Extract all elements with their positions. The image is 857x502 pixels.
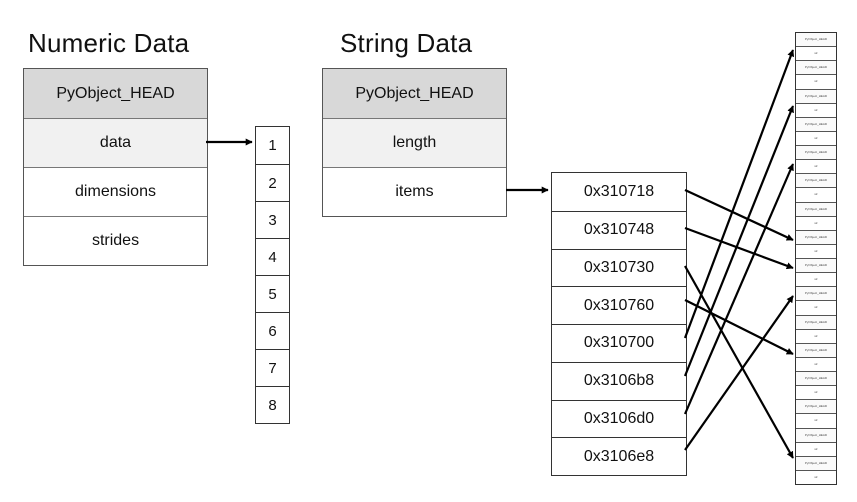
numeric-field-strides: strides (24, 216, 207, 265)
pointer-cell: 0x310700 (552, 324, 686, 362)
memory-block-value: str (796, 46, 836, 60)
memory-block-head: PyObject_HEAD (796, 258, 836, 273)
memory-block-value: str (796, 413, 836, 427)
memory-block-head: PyObject_HEAD (796, 116, 836, 131)
pointer-array: 0x310718 0x310748 0x310730 0x310760 0x31… (551, 172, 687, 476)
memory-block-head: PyObject_HEAD (796, 286, 836, 301)
pointer-cell: 0x310760 (552, 286, 686, 324)
numeric-value-cell: 4 (256, 238, 289, 275)
string-field-items: items (323, 167, 506, 216)
pointer-cell: 0x3106d0 (552, 399, 686, 438)
memory-block-value: str (796, 159, 836, 173)
pointer-cell: 0x3106b8 (552, 361, 686, 400)
memory-block-value: str (796, 441, 836, 456)
memory-block-head: PyObject_HEAD (796, 427, 836, 442)
memory-block-value: str (796, 215, 836, 230)
numeric-field-data: data (24, 118, 207, 167)
memory-block-head: PyObject_HEAD (796, 60, 836, 75)
memory-block-head: PyObject_HEAD (796, 229, 836, 244)
memory-block-head: PyObject_HEAD (796, 173, 836, 188)
pointer-arrow (683, 105, 795, 377)
pointer-cell: 0x310730 (552, 248, 686, 287)
memory-block-value: str (796, 130, 836, 145)
memory-block-head: PyObject_HEAD (796, 399, 836, 414)
numeric-value-cell: 7 (256, 349, 289, 386)
numeric-field-pyobject-head: PyObject_HEAD (24, 69, 207, 118)
memory-block-head: PyObject_HEAD (796, 88, 836, 103)
numeric-data-title: Numeric Data (28, 28, 190, 58)
numeric-value-cell: 3 (256, 201, 289, 238)
numeric-value-cell: 2 (256, 164, 289, 201)
numeric-value-cell: 5 (256, 275, 289, 312)
numeric-value-array: 1 2 3 4 5 6 7 8 (255, 126, 290, 424)
pointer-cell: 0x310748 (552, 210, 686, 249)
string-object-struct: PyObject_HEAD length items (322, 68, 507, 217)
pointer-arrow (683, 163, 795, 415)
memory-block-value: str (796, 356, 836, 371)
pointer-arrow (684, 265, 794, 459)
memory-block-head: PyObject_HEAD (796, 371, 836, 386)
memory-block-value: str (796, 385, 836, 399)
numeric-value-cell: 8 (256, 386, 289, 423)
memory-block-value: str (796, 272, 836, 286)
memory-block-value: str (796, 243, 836, 258)
memory-block-value: str (796, 300, 836, 314)
memory-block-value: str (796, 102, 836, 117)
pointer-arrow (684, 299, 794, 355)
numeric-field-dimensions: dimensions (24, 167, 207, 216)
numeric-value-cell: 1 (268, 137, 277, 154)
string-field-length: length (323, 118, 506, 167)
pointer-cell: 0x310718 (583, 182, 655, 200)
memory-block-head: PyObject_HEAD (796, 33, 836, 47)
pointer-arrow (684, 189, 794, 241)
numeric-object-struct: PyObject_HEAD data dimensions strides (23, 68, 208, 266)
pointer-to-object-arrows (683, 49, 795, 459)
memory-block-head: PyObject_HEAD (796, 455, 836, 470)
memory-block-head: PyObject_HEAD (796, 201, 836, 216)
pointer-cell: 0x3106e8 (552, 437, 686, 475)
string-field-pyobject-head: PyObject_HEAD (323, 69, 506, 118)
memory-block-value: str (796, 74, 836, 88)
memory-block-head: PyObject_HEAD (796, 342, 836, 357)
memory-block-head: PyObject_HEAD (796, 314, 836, 329)
memory-block-value: str (796, 469, 836, 484)
memory-block-value: str (796, 328, 836, 343)
memory-block-value: str (796, 187, 836, 201)
pointer-arrow (684, 226, 794, 270)
pointer-arrow (684, 295, 794, 451)
pointer-arrow (683, 49, 795, 339)
memory-block-head: PyObject_HEAD (796, 145, 836, 160)
string-data-title: String Data (340, 28, 473, 58)
numeric-value-cell: 6 (256, 312, 289, 349)
